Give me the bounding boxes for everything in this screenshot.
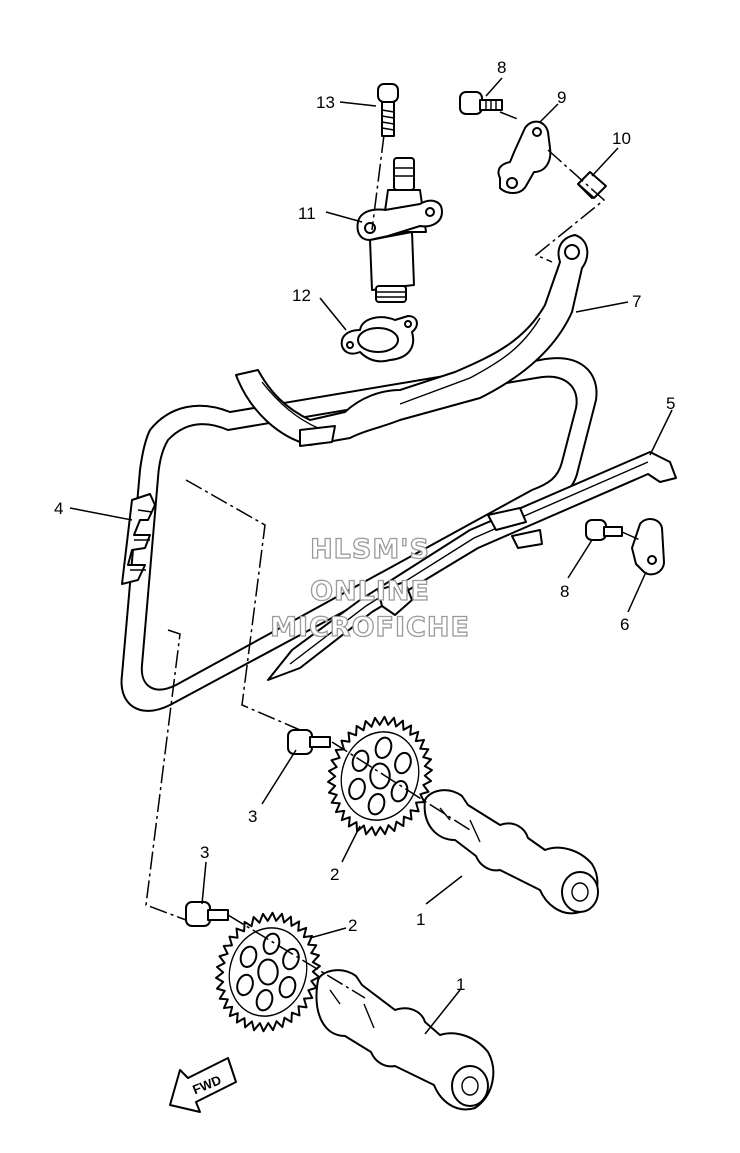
callout-8-top: 8 <box>497 58 506 77</box>
chain-link-detail <box>121 493 156 585</box>
callout-3-upper: 3 <box>248 807 257 826</box>
callout-1-lower: 1 <box>456 975 465 994</box>
chain-stopper <box>497 120 552 194</box>
upper-cam-sprocket <box>327 715 433 837</box>
callout-12: 12 <box>292 286 311 305</box>
watermark-line-3: MICROFICHE <box>269 611 470 643</box>
callout-5: 5 <box>666 394 675 413</box>
leader-lines <box>69 77 673 1035</box>
callout-7: 7 <box>632 292 641 311</box>
clip-plate <box>631 518 665 576</box>
callout-10: 10 <box>612 129 631 148</box>
watermark-line-1: HLSM'S <box>309 533 430 565</box>
callout-13: 13 <box>316 93 335 112</box>
tensioner-bolt <box>377 83 399 137</box>
callout-2-lower: 2 <box>348 916 357 935</box>
upper-camshaft <box>423 789 599 915</box>
upper-bolt <box>287 729 331 755</box>
stopper-bolt-right <box>585 519 623 541</box>
pin <box>577 171 607 199</box>
callout-8-right: 8 <box>560 582 569 601</box>
callout-11: 11 <box>298 204 316 223</box>
callout-6: 6 <box>620 615 629 634</box>
stopper-bolt-top <box>459 91 503 115</box>
fwd-arrow: FWD <box>169 1057 237 1113</box>
callout-2-upper: 2 <box>330 865 339 884</box>
tensioner-guide <box>235 234 589 447</box>
lower-bolt <box>185 901 229 927</box>
callout-3-lower: 3 <box>200 843 209 862</box>
tensioner-gasket <box>340 315 418 363</box>
watermark-line-2: ONLINE <box>309 575 430 607</box>
cam-chain <box>120 357 598 712</box>
chain-guide <box>267 451 677 681</box>
lower-camshaft <box>315 969 495 1111</box>
callout-9: 9 <box>557 88 566 107</box>
cam-chain-tensioner <box>356 157 443 303</box>
alignment-lines <box>145 111 641 999</box>
lower-cam-sprocket <box>215 911 321 1033</box>
callout-labels: 13 8 9 10 11 12 7 4 5 8 6 3 2 1 3 2 1 <box>54 58 675 994</box>
callout-4: 4 <box>54 499 63 518</box>
callout-1-upper: 1 <box>416 910 425 929</box>
